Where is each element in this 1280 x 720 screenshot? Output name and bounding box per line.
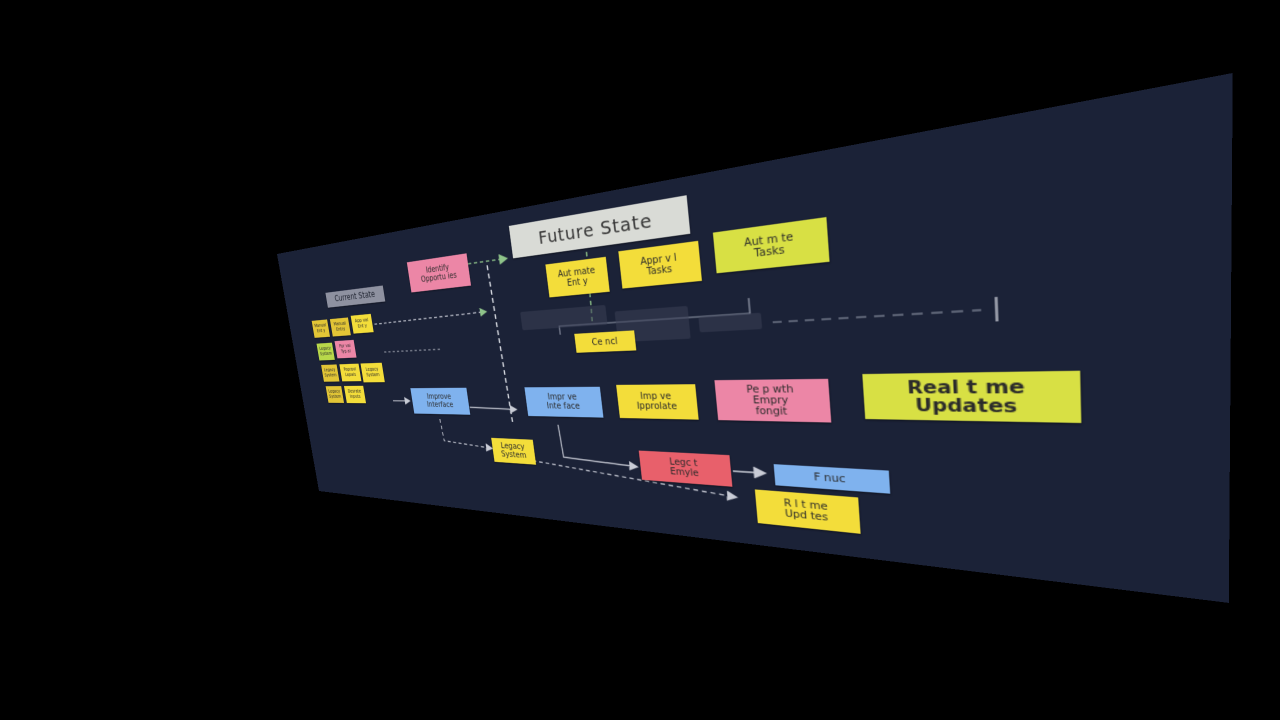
future-improve-interface-note: Impr ve Inte face: [524, 386, 604, 418]
automate-entry-note: Aut mate Ent y: [545, 256, 610, 298]
diagram-board: Future State Current State Identify Oppo…: [277, 73, 1233, 603]
current-note-legacy-system-4: Legacy System: [325, 386, 345, 403]
smudge-3: [698, 312, 763, 333]
connector-layer: [277, 73, 1233, 603]
current-note-approval-entry: App val Ent y: [350, 313, 374, 334]
current-note-legacy-system-2: Legacy System: [321, 364, 340, 382]
improve-interface-note: Improve Interface: [410, 387, 471, 415]
connector-current-identify: [374, 312, 486, 325]
current-note-approval-lepals: Paprovl Lepals: [339, 363, 362, 382]
current-note-desrate-inputs: Desrate Inputs: [343, 385, 367, 404]
connector-right-dash: [773, 310, 981, 322]
current-note-approval-typical: Ppr val Typ al: [334, 339, 357, 359]
legacy-system-note: Legacy System: [491, 437, 537, 465]
connector-improve-future: [470, 407, 516, 409]
pink-note: Pe p wth Empry fongit: [714, 378, 832, 423]
connector-right-tick: [996, 297, 997, 321]
connector-left-1: [384, 349, 440, 352]
current-note-legacy-system-3: Legacy System: [360, 362, 385, 383]
realtime-updates-note: Real t me Updates: [862, 370, 1082, 424]
connector-divider: [487, 265, 513, 424]
improve-templates-note: Imp ve Ipprolate: [616, 384, 699, 420]
current-note-manual-entry-1: Manual Ent y: [311, 319, 331, 338]
center-note: Ce ncl: [574, 330, 637, 353]
current-note-manual-entry-2: Manual Entry: [329, 317, 351, 337]
current-note-legacy-system-1: Legacy System: [316, 342, 335, 361]
connector-improve-legacy: [440, 419, 492, 448]
connector-to-legacy-red: [558, 425, 636, 467]
connector-identify-future: [462, 259, 506, 265]
connector-red-blue: [733, 471, 764, 473]
